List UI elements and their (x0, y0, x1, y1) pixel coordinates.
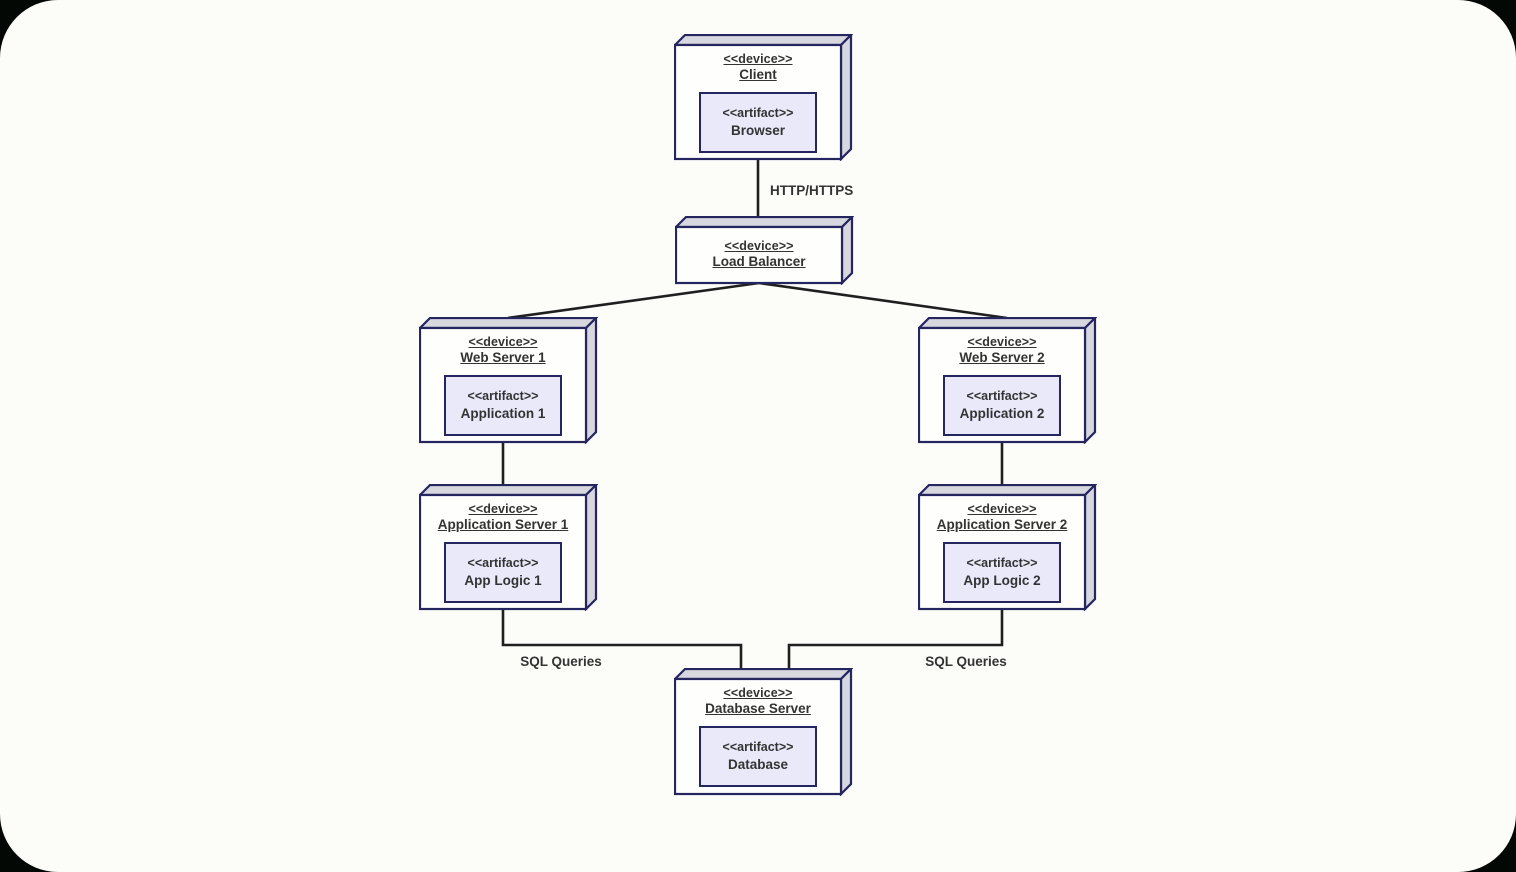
artifact-database-name: Database (727, 756, 789, 772)
artifact-application-2-name: Application 2 (959, 405, 1045, 421)
artifact-database[interactable]: <<artifact>> Database (699, 726, 817, 788)
artifact-application-2-stereotype: <<artifact>> (966, 389, 1038, 404)
node-client[interactable]: <<device>> Client <<artifact>> Browser (674, 34, 853, 161)
node-application-server-1[interactable]: <<device>> Application Server 1 <<artifa… (419, 484, 598, 611)
node-application-server-1-name: Application Server 1 (437, 517, 569, 533)
artifact-app-logic-1-stereotype: <<artifact>> (467, 556, 539, 571)
artifact-app-logic-1[interactable]: <<artifact>> App Logic 1 (444, 542, 562, 604)
node-application-server-2-name: Application Server 2 (936, 517, 1068, 533)
artifact-browser-name: Browser (730, 122, 786, 138)
edge-label-http-https: HTTP/HTTPS (770, 183, 854, 198)
node-load-balancer-name: Load Balancer (712, 254, 806, 270)
node-database-server[interactable]: <<device>> Database Server <<artifact>> … (674, 668, 853, 796)
node-application-server-2[interactable]: <<device>> Application Server 2 <<artifa… (918, 484, 1097, 611)
artifact-browser-stereotype: <<artifact>> (722, 106, 794, 121)
node-load-balancer-stereotype: <<device>> (724, 238, 794, 253)
artifact-app-logic-2-stereotype: <<artifact>> (966, 556, 1038, 571)
node-client-stereotype: <<device>> (723, 52, 793, 66)
artifact-application-1-name: Application 1 (460, 405, 546, 421)
node-client-name: Client (739, 67, 777, 83)
node-application-server-2-stereotype: <<device>> (967, 502, 1037, 516)
artifact-app-logic-1-name: App Logic 1 (464, 572, 542, 588)
artifact-database-stereotype: <<artifact>> (722, 740, 794, 755)
edge-label-sql-queries-right: SQL Queries (925, 654, 1007, 669)
node-database-server-name: Database Server (705, 701, 811, 717)
node-web-server-2-name: Web Server 2 (959, 350, 1045, 366)
artifact-app-logic-2-name: App Logic 2 (963, 572, 1041, 588)
node-3d-frame (675, 216, 854, 285)
node-web-server-1-name: Web Server 1 (460, 350, 546, 366)
node-application-server-1-stereotype: <<device>> (468, 502, 538, 516)
connector-loadbalancer-webserver2 (758, 281, 1008, 320)
edge-label-sql-queries-left: SQL Queries (520, 654, 602, 669)
artifact-application-1[interactable]: <<artifact>> Application 1 (444, 375, 562, 437)
node-web-server-2-stereotype: <<device>> (967, 335, 1037, 349)
node-web-server-1-stereotype: <<device>> (468, 335, 538, 349)
node-load-balancer[interactable]: <<device>> Load Balancer (675, 216, 854, 285)
artifact-browser[interactable]: <<artifact>> Browser (699, 92, 817, 154)
artifact-app-logic-2[interactable]: <<artifact>> App Logic 2 (943, 542, 1061, 604)
node-database-server-stereotype: <<device>> (723, 686, 793, 700)
node-web-server-1[interactable]: <<device>> Web Server 1 <<artifact>> App… (419, 317, 598, 444)
artifact-application-2[interactable]: <<artifact>> Application 2 (943, 375, 1061, 437)
connector-loadbalancer-webserver1 (507, 281, 760, 320)
artifact-application-1-stereotype: <<artifact>> (467, 389, 539, 404)
node-web-server-2[interactable]: <<device>> Web Server 2 <<artifact>> App… (918, 317, 1097, 444)
